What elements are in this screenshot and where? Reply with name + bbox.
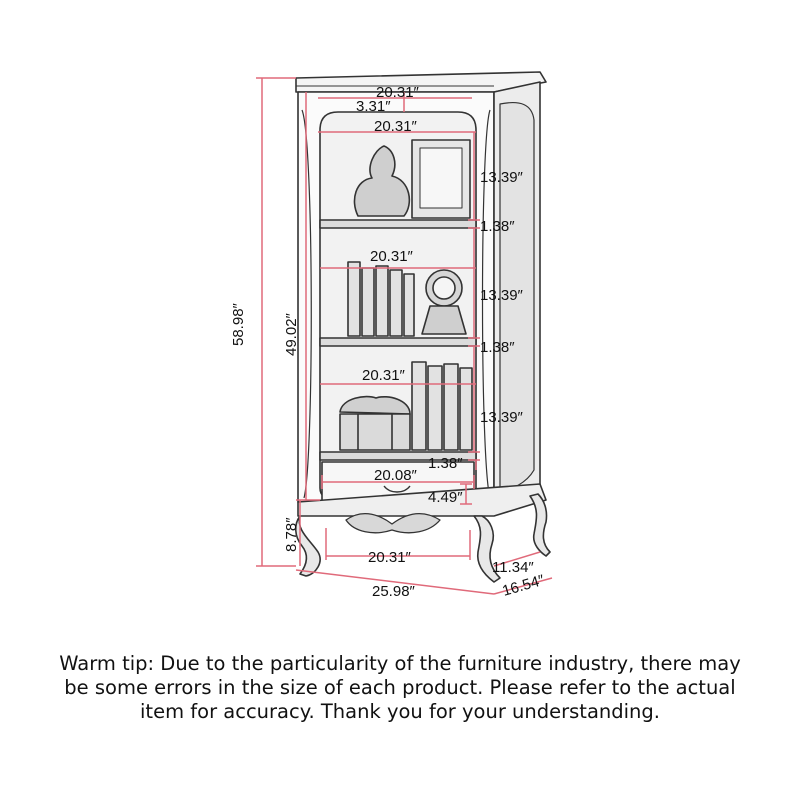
bookcase-sketch	[294, 71, 551, 583]
dimension-lines	[256, 77, 553, 595]
label-shelf-gap-3: 13.39″	[480, 409, 524, 426]
bookcase-dimension-diagram: 20.31″ 3.31″ 20.31″ 13.39″ 1.38″ 20.31″ …	[230, 71, 553, 600]
leg-front-right	[473, 515, 501, 583]
apron-carving	[345, 513, 441, 534]
label-shelf-width-2: 20.31″	[370, 248, 414, 265]
warm-tip-line-2: be some errors in the size of each produ…	[64, 676, 736, 699]
label-shelf-width-3: 20.31″	[362, 367, 406, 384]
leg-front-left	[294, 515, 321, 577]
label-shelf-gap-1: 13.39″	[480, 169, 524, 186]
shelf-1	[319, 219, 477, 229]
label-drawer-height: 4.49″	[428, 489, 463, 506]
warm-tip-note: Warm tip: Due to the particularity of th…	[0, 652, 800, 724]
clock-decor	[421, 269, 467, 335]
label-crown-inner-width: 20.31″	[374, 118, 418, 135]
books-shelf-3	[411, 361, 473, 451]
leg-back-right	[529, 493, 551, 557]
shelf-2	[319, 337, 477, 347]
label-leg-height: 8.78″	[283, 517, 300, 552]
drawer-handle	[383, 485, 411, 493]
label-shelf-thickness-3: 1.38″	[428, 455, 463, 472]
label-inner-height: 49.02″	[283, 312, 300, 356]
label-inner-depth: 11.34″	[492, 559, 534, 576]
label-drawer-width: 20.08″	[374, 467, 418, 484]
pumpkin-decor	[353, 145, 411, 217]
label-total-height: 58.98″	[230, 302, 247, 346]
apron	[297, 483, 547, 517]
label-top-width: 20.31″	[376, 84, 420, 101]
warm-tip-line-3: item for accuracy. Thank you for your un…	[140, 700, 660, 723]
label-shelf-gap-2: 13.39″	[480, 287, 524, 304]
label-base-inner-width: 20.31″	[368, 549, 412, 566]
warm-tip-line-1: Warm tip: Due to the particularity of th…	[59, 652, 741, 675]
treasure-box-decor	[339, 395, 411, 451]
label-shelf-thickness-1: 1.38″	[480, 218, 515, 235]
label-crown-height: 3.31″	[356, 98, 391, 115]
label-shelf-thickness-2: 1.38″	[480, 339, 515, 356]
label-total-width: 25.98″	[372, 583, 416, 600]
